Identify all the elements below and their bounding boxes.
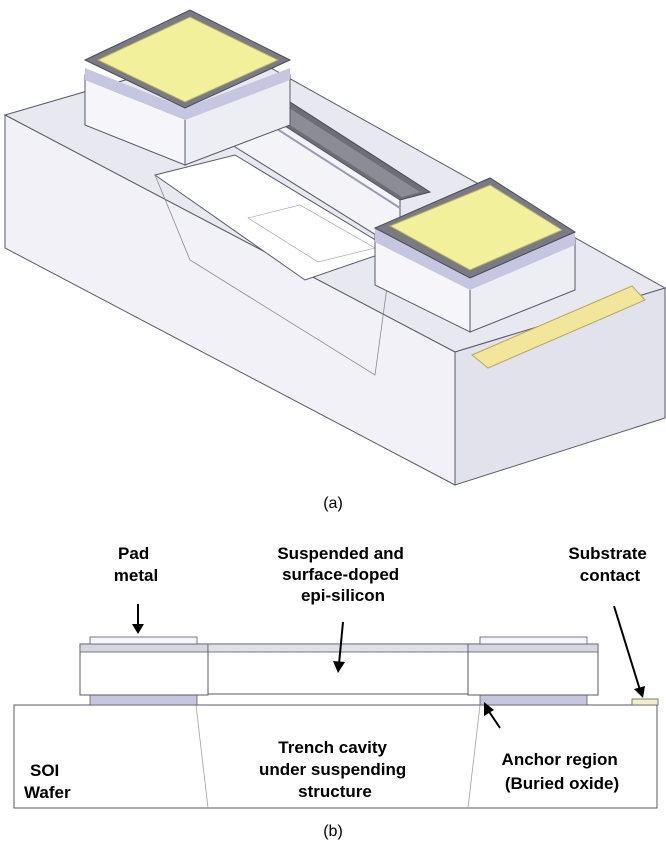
label-trench-cavity: Trench cavity under suspending structure [259, 738, 411, 801]
anchor-left [89, 694, 198, 706]
suspended-beam-layer [207, 643, 469, 653]
panel-a-3d-model [3, 9, 666, 486]
trench-wall-left [195, 704, 209, 809]
pad-layer-left [79, 643, 209, 653]
pad-layer-right [467, 643, 599, 653]
label-substrate-contact: Substrate contact [568, 544, 651, 585]
soi-wafer-body [13, 704, 658, 809]
label-soi-wafer: SOI Wafer [24, 761, 71, 802]
cavity-wall-line [154, 174, 393, 376]
trench-wall-right [467, 704, 481, 809]
pad1-oxide-band [85, 68, 290, 120]
pad1-metal [96, 16, 280, 103]
pad-block-left [79, 643, 209, 696]
pad-metal-right [479, 636, 588, 645]
pad2-metal [388, 184, 564, 271]
pad2-oxide-band [375, 228, 575, 290]
label-pad-metal: Pad metal [114, 544, 158, 585]
substrate-contact [631, 698, 659, 706]
panel-b-caption: (b) [323, 823, 343, 840]
arrow-anchor-region [484, 702, 501, 729]
label-anchor-region: Anchor region (Buried oxide) [502, 750, 623, 793]
anchor-right [479, 694, 588, 706]
panel-b-cross-section [13, 604, 659, 809]
substrate-contact-strip [471, 285, 646, 369]
arrow-substrate-contact [613, 605, 645, 698]
label-suspended-epi-silicon: Suspended and surface-doped epi-silicon [277, 544, 408, 605]
arrow-suspended [333, 621, 345, 673]
pad-block-right [467, 643, 599, 696]
pad-metal-left [89, 636, 198, 645]
arrow-pad-metal [132, 604, 144, 634]
panel-a-caption: (a) [323, 495, 343, 512]
